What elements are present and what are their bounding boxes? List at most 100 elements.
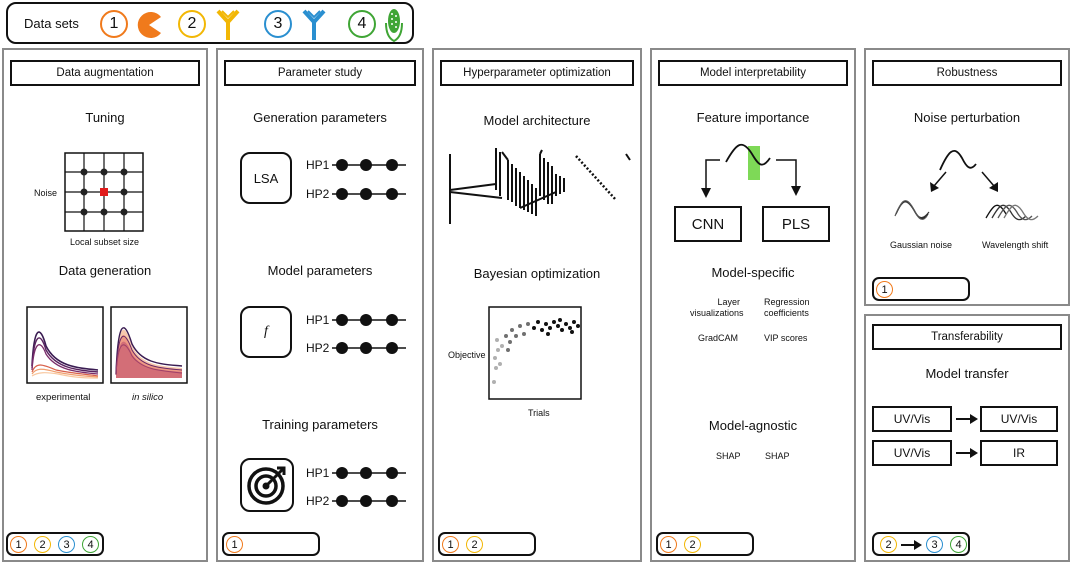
corn-icon xyxy=(385,9,403,43)
experimental-spectra-plot xyxy=(26,306,104,384)
badge-2: 2 xyxy=(880,536,897,553)
badge-arrow-icon xyxy=(901,540,922,550)
dataset-4-badge: 4 xyxy=(348,10,376,38)
shap-label-1: SHAP xyxy=(716,451,741,461)
badge-2-text: 2 xyxy=(689,538,696,551)
row2-source-label: UV/Vis xyxy=(893,446,931,460)
row1-target-label: UV/Vis xyxy=(1000,412,1038,426)
badge-2: 2 xyxy=(684,536,701,553)
regression-coefficients-label: Regression coefficients xyxy=(764,297,810,318)
badge-1: 1 xyxy=(226,536,243,553)
layer-visualizations-label: Layer visualizations xyxy=(690,297,744,318)
in-silico-spectra-plot xyxy=(110,306,188,384)
transferability-datasets: 2 3 4 xyxy=(872,532,970,556)
gaussian-noise-label: Gaussian noise xyxy=(890,240,953,250)
tuning-heading: Tuning xyxy=(85,110,125,125)
parameter-study-title: Parameter study xyxy=(224,60,416,86)
vip-scores-label: VIP scores xyxy=(764,333,808,343)
robustness-datasets: 1 xyxy=(872,277,970,301)
data-augmentation-panel xyxy=(2,48,208,562)
pacman-icon xyxy=(137,12,161,39)
badge-4-text: 4 xyxy=(87,538,94,551)
badge-4-text: 4 xyxy=(955,538,962,551)
dataset-3-badge: 3 xyxy=(264,10,292,38)
transfer-row2-target: IR xyxy=(980,440,1058,466)
model-hp1-label: HP1 xyxy=(306,313,330,327)
gradcam-label: GradCAM xyxy=(698,333,739,343)
bayesian-optimization-heading: Bayesian optimization xyxy=(473,266,601,281)
shap-label-2: SHAP xyxy=(765,451,790,461)
transferability-title: Transferability xyxy=(872,324,1062,350)
model-specific-heading: Model-specific xyxy=(711,265,795,280)
training-parameters-heading: Training parameters xyxy=(262,417,378,432)
gen-hp1-label: HP1 xyxy=(306,158,330,172)
train-hp-sliders xyxy=(332,467,406,507)
row1-source-label: UV/Vis xyxy=(893,412,931,426)
dataset-4-number: 4 xyxy=(357,15,367,32)
badge-4: 4 xyxy=(82,536,99,553)
badge-1-text: 1 xyxy=(231,538,238,551)
antibody-icon-blue xyxy=(302,9,326,40)
badge-2-text: 2 xyxy=(471,538,478,551)
transfer-row1-arrow-icon xyxy=(956,414,978,424)
antibody-icon xyxy=(216,9,240,40)
transfer-row2-arrow-icon xyxy=(956,448,978,458)
badge-3: 3 xyxy=(926,536,943,553)
transfer-row2-source: UV/Vis xyxy=(872,440,952,466)
model-hp-sliders xyxy=(332,314,406,354)
badge-1: 1 xyxy=(876,281,893,298)
parameter-study-datasets: 1 xyxy=(222,532,320,556)
generation-parameters-heading: Generation parameters xyxy=(253,110,387,125)
model-agnostic-heading: Model-agnostic xyxy=(708,418,798,433)
architecture-diagram xyxy=(449,148,631,224)
gen-hp2-label: HP2 xyxy=(306,187,330,201)
hyperparameter-panel xyxy=(432,48,642,562)
interpretability-datasets: 1 2 xyxy=(656,532,754,556)
robustness-panel xyxy=(864,48,1070,306)
transferability-panel xyxy=(864,314,1070,562)
tuning-grid xyxy=(64,152,144,232)
badge-3: 3 xyxy=(58,536,75,553)
noise-label: Noise xyxy=(34,188,58,198)
train-hp2-label: HP2 xyxy=(306,494,330,508)
lsa-label: LSA xyxy=(253,170,279,186)
model-architecture-heading: Model architecture xyxy=(483,113,591,128)
hyperparameter-title: Hyperparameter optimization xyxy=(440,60,634,86)
gen-hp-sliders xyxy=(332,159,406,200)
objective-label: Objective xyxy=(448,350,486,360)
target-box xyxy=(240,458,294,512)
badge-2-text: 2 xyxy=(39,538,46,551)
robustness-title: Robustness xyxy=(872,60,1062,86)
transfer-row1-source: UV/Vis xyxy=(872,406,952,432)
cnn-box: CNN xyxy=(674,206,742,242)
augmentation-datasets: 1 2 3 4 xyxy=(6,532,104,556)
model-transfer-heading: Model transfer xyxy=(925,366,1009,381)
target-icon xyxy=(247,466,286,505)
dataset-3-number: 3 xyxy=(273,15,283,32)
train-hp1-label: HP1 xyxy=(306,466,330,480)
badge-3-text: 3 xyxy=(931,538,938,551)
model-hp2-label: HP2 xyxy=(306,341,330,355)
data-augmentation-title: Data augmentation xyxy=(10,60,200,86)
interpretability-title: Model interpretability xyxy=(658,60,848,86)
badge-1-text: 1 xyxy=(447,538,454,551)
noise-perturbation-heading: Noise perturbation xyxy=(913,110,1021,125)
interpretability-panel xyxy=(650,48,856,562)
dataset-1-number: 1 xyxy=(109,15,119,32)
row2-target-label: IR xyxy=(1013,446,1025,460)
function-label: f xyxy=(264,324,268,339)
in-silico-label: in silico xyxy=(132,392,164,403)
feature-importance-diagram xyxy=(701,143,801,198)
badge-1-text: 1 xyxy=(15,538,22,551)
badge-3-text: 3 xyxy=(63,538,70,551)
data-sets-label: Data sets xyxy=(24,16,79,31)
cnn-label: CNN xyxy=(691,215,725,233)
badge-2-text: 2 xyxy=(885,538,892,551)
badge-2: 2 xyxy=(466,536,483,553)
badge-1-text: 1 xyxy=(881,283,888,296)
badge-4: 4 xyxy=(950,536,967,553)
wavelength-shift-label: Wavelength shift xyxy=(982,240,1049,250)
trials-label: Trials xyxy=(528,408,550,418)
data-generation-heading: Data generation xyxy=(58,263,152,278)
badge-1: 1 xyxy=(442,536,459,553)
